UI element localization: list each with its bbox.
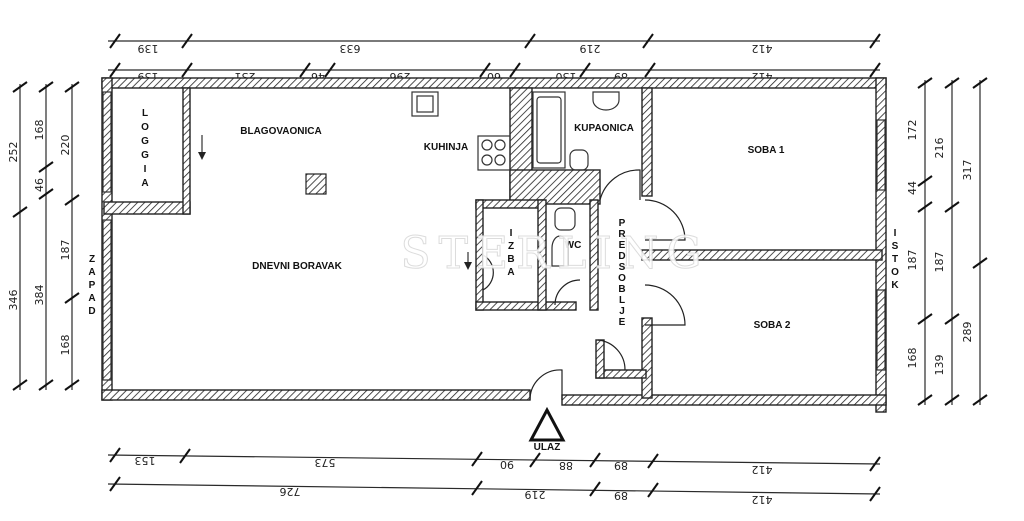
dim-top-outer-4: 412 bbox=[752, 42, 773, 55]
dim-top-outer-1: 139 bbox=[138, 42, 159, 55]
dim-left-inner-1: 220 bbox=[59, 135, 72, 156]
dim-bottom-inner-4: 88 bbox=[559, 459, 573, 472]
bathtub-icon bbox=[532, 91, 566, 169]
chimney-column bbox=[305, 173, 327, 195]
windows bbox=[102, 91, 886, 381]
door-predsoblje bbox=[597, 339, 626, 371]
dim-top-outer-3: 219 bbox=[580, 42, 601, 55]
room-label-kupaonica: KUPAONICA bbox=[574, 123, 634, 134]
dim-top-outer-2: 633 bbox=[340, 42, 361, 55]
wall-predsoblje-left bbox=[595, 339, 605, 379]
dim-bottom-outer-2: 219 bbox=[525, 488, 546, 501]
dim-right-outer-2: 289 bbox=[961, 322, 974, 343]
wall-between-sobas bbox=[641, 249, 883, 261]
dimension-lines-top: 139 633 219 412 139 231 46 296 60 130 89… bbox=[108, 33, 881, 83]
window-west bbox=[102, 219, 112, 381]
room-label-soba2: SOBA 2 bbox=[754, 320, 791, 331]
wall-south-left bbox=[101, 389, 531, 401]
dim-left-mid-1: 168 bbox=[33, 120, 46, 141]
entrance-marker: ULAZ bbox=[528, 406, 566, 453]
toilet-bathroom-icon bbox=[569, 149, 589, 171]
dim-bottom-outer-3: 89 bbox=[614, 489, 628, 502]
dimension-lines-bottom: 153 573 90 88 89 412 726 219 89 412 bbox=[107, 447, 881, 506]
dimension-lines-right: 172 44 187 168 216 187 139 317 289 bbox=[906, 77, 988, 406]
window-east-2 bbox=[876, 289, 886, 371]
fixtures bbox=[198, 91, 620, 270]
wall-core-bottom bbox=[509, 169, 601, 205]
dim-left-inner-3: 168 bbox=[59, 335, 72, 356]
wall-izba-bottom bbox=[475, 301, 577, 311]
door-soba2 bbox=[644, 284, 686, 326]
stove-icon bbox=[477, 135, 511, 171]
window-loggia bbox=[102, 91, 112, 193]
dim-right-inner-3: 187 bbox=[906, 250, 919, 271]
dim-bottom-outer-4: 412 bbox=[752, 493, 773, 506]
dim-bottom-inner-2: 573 bbox=[315, 456, 336, 469]
dim-right-inner-2: 44 bbox=[906, 181, 919, 195]
door-kupaonica bbox=[599, 169, 641, 201]
dimension-lines-left: 252 346 168 46 384 220 187 168 bbox=[7, 81, 80, 391]
room-labels: BLAGOVAONICA KUHINJA KUPAONICA SOBA 1 SO… bbox=[240, 123, 791, 331]
dim-right-inner-4: 168 bbox=[906, 348, 919, 369]
dim-left-inner-2: 187 bbox=[59, 240, 72, 261]
window-east-1 bbox=[876, 119, 886, 191]
door-izba bbox=[482, 254, 494, 291]
wc-sink-icon bbox=[551, 235, 569, 267]
dim-left-mid-2: 46 bbox=[33, 178, 46, 192]
door-wc bbox=[554, 279, 581, 306]
wall-soba2-west bbox=[641, 317, 653, 399]
room-label-dnevni-boravak: DNEVNI BORAVAK bbox=[252, 261, 342, 272]
dim-left-mid-3: 384 bbox=[33, 285, 46, 306]
dim-bottom-inner-5: 89 bbox=[614, 459, 628, 472]
wall-east bbox=[875, 77, 887, 413]
dim-right-mid-2: 187 bbox=[933, 252, 946, 273]
dim-left-outer-2: 346 bbox=[7, 290, 20, 311]
wall-loggia-south bbox=[103, 201, 191, 215]
dim-right-inner-1: 172 bbox=[906, 120, 919, 141]
entrance-door bbox=[529, 369, 563, 401]
entrance-label: ULAZ bbox=[534, 442, 561, 453]
wall-loggia-east bbox=[182, 87, 191, 215]
door-soba1 bbox=[644, 199, 686, 241]
dim-right-outer-1: 317 bbox=[961, 160, 974, 181]
watermark-logo: STERLING bbox=[401, 228, 710, 279]
toilet-wc-icon bbox=[554, 207, 576, 231]
dim-bottom-inner-3: 90 bbox=[500, 458, 514, 471]
walls bbox=[101, 77, 887, 413]
dim-right-mid-3: 139 bbox=[933, 355, 946, 376]
wall-wc-right bbox=[589, 199, 599, 311]
sink-icon bbox=[411, 91, 439, 117]
room-label-blagovaonica: BLAGOVAONICA bbox=[240, 126, 321, 137]
dimension-line bbox=[107, 483, 881, 495]
wall-soba1-west bbox=[641, 87, 653, 197]
dim-bottom-inner-6: 412 bbox=[752, 463, 773, 476]
wall-north bbox=[101, 77, 887, 89]
dim-bottom-outer-1: 726 bbox=[280, 485, 301, 498]
entrance-triangle-icon bbox=[528, 406, 566, 442]
dim-bottom-inner-1: 153 bbox=[135, 454, 156, 467]
dim-right-mid-1: 216 bbox=[933, 138, 946, 159]
dim-left-outer-1: 252 bbox=[7, 142, 20, 163]
room-label-soba1: SOBA 1 bbox=[748, 145, 785, 156]
wall-izba-wc-divider bbox=[537, 199, 547, 311]
doors bbox=[482, 169, 686, 401]
room-label-kuhinja: KUHINJA bbox=[424, 142, 468, 153]
room-label-wc: WC bbox=[565, 240, 582, 251]
bathroom-sink-icon bbox=[592, 91, 620, 111]
wall-south-right bbox=[561, 394, 887, 406]
wall-izba-top bbox=[475, 199, 545, 209]
dimension-line bbox=[107, 454, 881, 465]
